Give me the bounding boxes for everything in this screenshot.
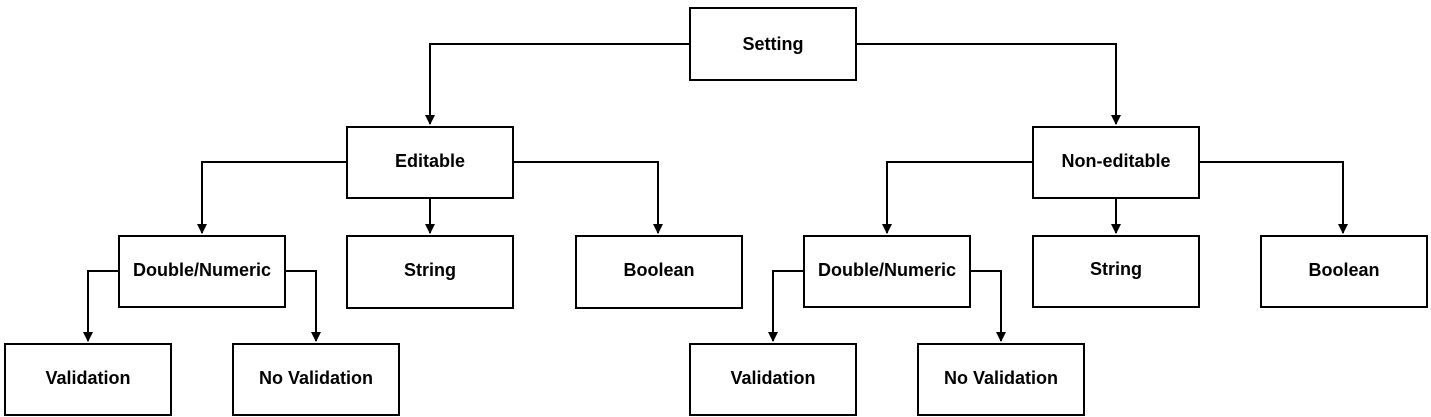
edge-non-editable-double-to-no-validation (970, 270, 1006, 342)
node-setting-label: Setting (743, 34, 804, 54)
node-editable-double-numeric: Double/Numeric (118, 235, 286, 308)
edge-non-editable-to-double-numeric (882, 161, 1033, 234)
node-non-editable-boolean-label: Boolean (1308, 260, 1379, 280)
node-non-editable-no-validation: No Validation (917, 343, 1085, 416)
node-non-editable-validation: Validation (689, 343, 857, 416)
node-editable-no-validation: No Validation (232, 343, 400, 416)
node-non-editable-boolean: Boolean (1260, 235, 1428, 308)
edge-editable-to-double-numeric (197, 161, 347, 234)
node-non-editable-string-label: String (1090, 259, 1142, 279)
edge-non-editable-to-boolean (1199, 161, 1348, 234)
node-editable-no-validation-label: No Validation (259, 368, 373, 388)
edge-editable-double-to-validation (83, 270, 119, 342)
node-non-editable-double-numeric: Double/Numeric (803, 235, 971, 308)
node-non-editable: Non-editable (1032, 126, 1200, 199)
node-editable: Editable (346, 126, 514, 199)
node-non-editable-string: String (1032, 235, 1200, 308)
node-editable-double-numeric-label: Double/Numeric (133, 260, 271, 280)
connectors (83, 43, 1348, 342)
node-non-editable-no-validation-label: No Validation (944, 368, 1058, 388)
edge-editable-double-to-no-validation (285, 270, 321, 342)
node-editable-string-label: String (404, 260, 456, 280)
edge-non-editable-double-to-validation (768, 270, 804, 342)
edge-editable-to-boolean (513, 161, 663, 234)
node-editable-boolean-label: Boolean (623, 260, 694, 280)
edge-setting-to-non-editable (856, 43, 1121, 125)
node-editable-validation: Validation (4, 343, 172, 416)
node-non-editable-double-numeric-label: Double/Numeric (818, 260, 956, 280)
node-editable-string: String (346, 235, 514, 309)
node-non-editable-label: Non-editable (1061, 151, 1170, 171)
node-editable-boolean: Boolean (575, 235, 743, 309)
edge-setting-to-editable (425, 43, 690, 125)
node-editable-label: Editable (395, 151, 465, 171)
node-setting: Setting (689, 7, 857, 81)
node-non-editable-validation-label: Validation (730, 368, 815, 388)
node-editable-validation-label: Validation (45, 368, 130, 388)
